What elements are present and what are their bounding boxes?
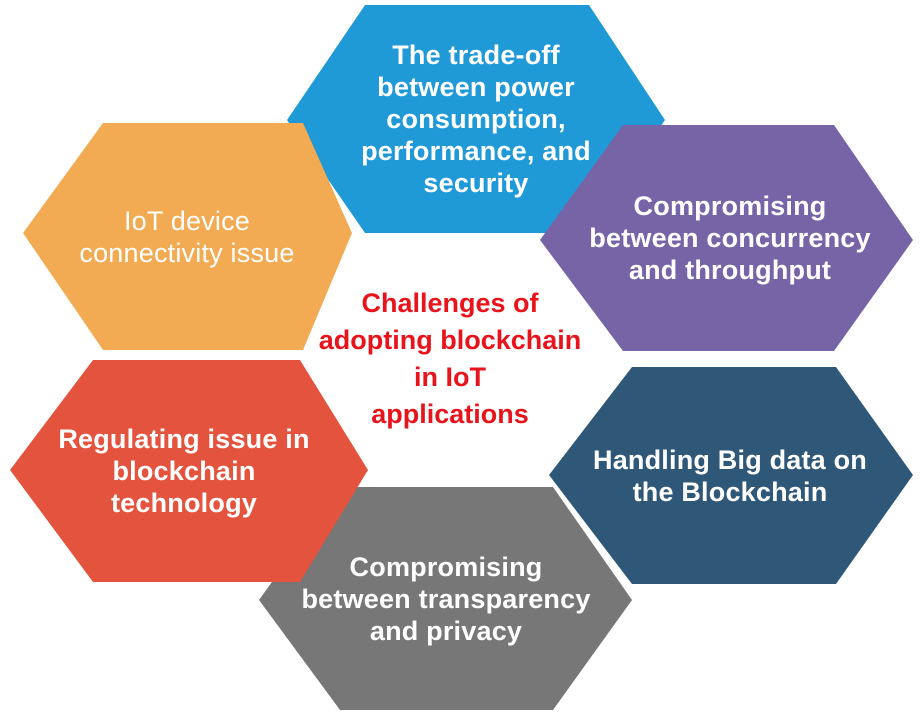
hexagon-label-line: The trade-off xyxy=(392,40,560,70)
center-title-line: in IoT xyxy=(414,362,486,392)
hexagon-transparency xyxy=(259,487,632,710)
hexagon-label-line: connectivity issue xyxy=(79,237,295,268)
hexagon-concurrency xyxy=(540,125,913,351)
hexagon-label-line: and privacy xyxy=(369,615,523,646)
hexagon-label-line: between power xyxy=(377,72,575,102)
hexagon-bigdata xyxy=(549,367,913,584)
hexagon-label-line: Compromising xyxy=(633,191,827,221)
hexagon-label-line: the Blockchain xyxy=(632,476,828,507)
hexagon-label-line: and throughput xyxy=(628,255,832,285)
hexagon-connectivity xyxy=(23,123,352,350)
hexagon-label-line: Regulating issue in xyxy=(58,424,310,454)
hexagon-label-line: consumption, xyxy=(386,104,566,134)
hexagon-label-line: between concurrency xyxy=(589,223,871,253)
hexagon-regulating xyxy=(10,360,368,582)
hexagon-label-line: technology xyxy=(110,488,257,518)
hexagon-label-line: performance, and xyxy=(361,136,591,166)
center-title-line: applications xyxy=(371,399,529,429)
hexagon-label-line: IoT device xyxy=(123,205,251,236)
center-title-line: Challenges of xyxy=(361,288,539,318)
hexagon-label-line: security xyxy=(423,168,529,198)
hexagon-label-line: Compromising xyxy=(349,551,543,582)
center-title: Challenges of adopting blockchain in IoT… xyxy=(290,285,610,433)
hexagon-label-line: Handling Big data on xyxy=(593,444,867,475)
hexagon-label-line: between transparency xyxy=(301,583,591,614)
center-title-line: adopting blockchain xyxy=(318,325,582,355)
hexagon-label-line: blockchain xyxy=(112,456,256,486)
hexagon-power xyxy=(287,5,665,233)
